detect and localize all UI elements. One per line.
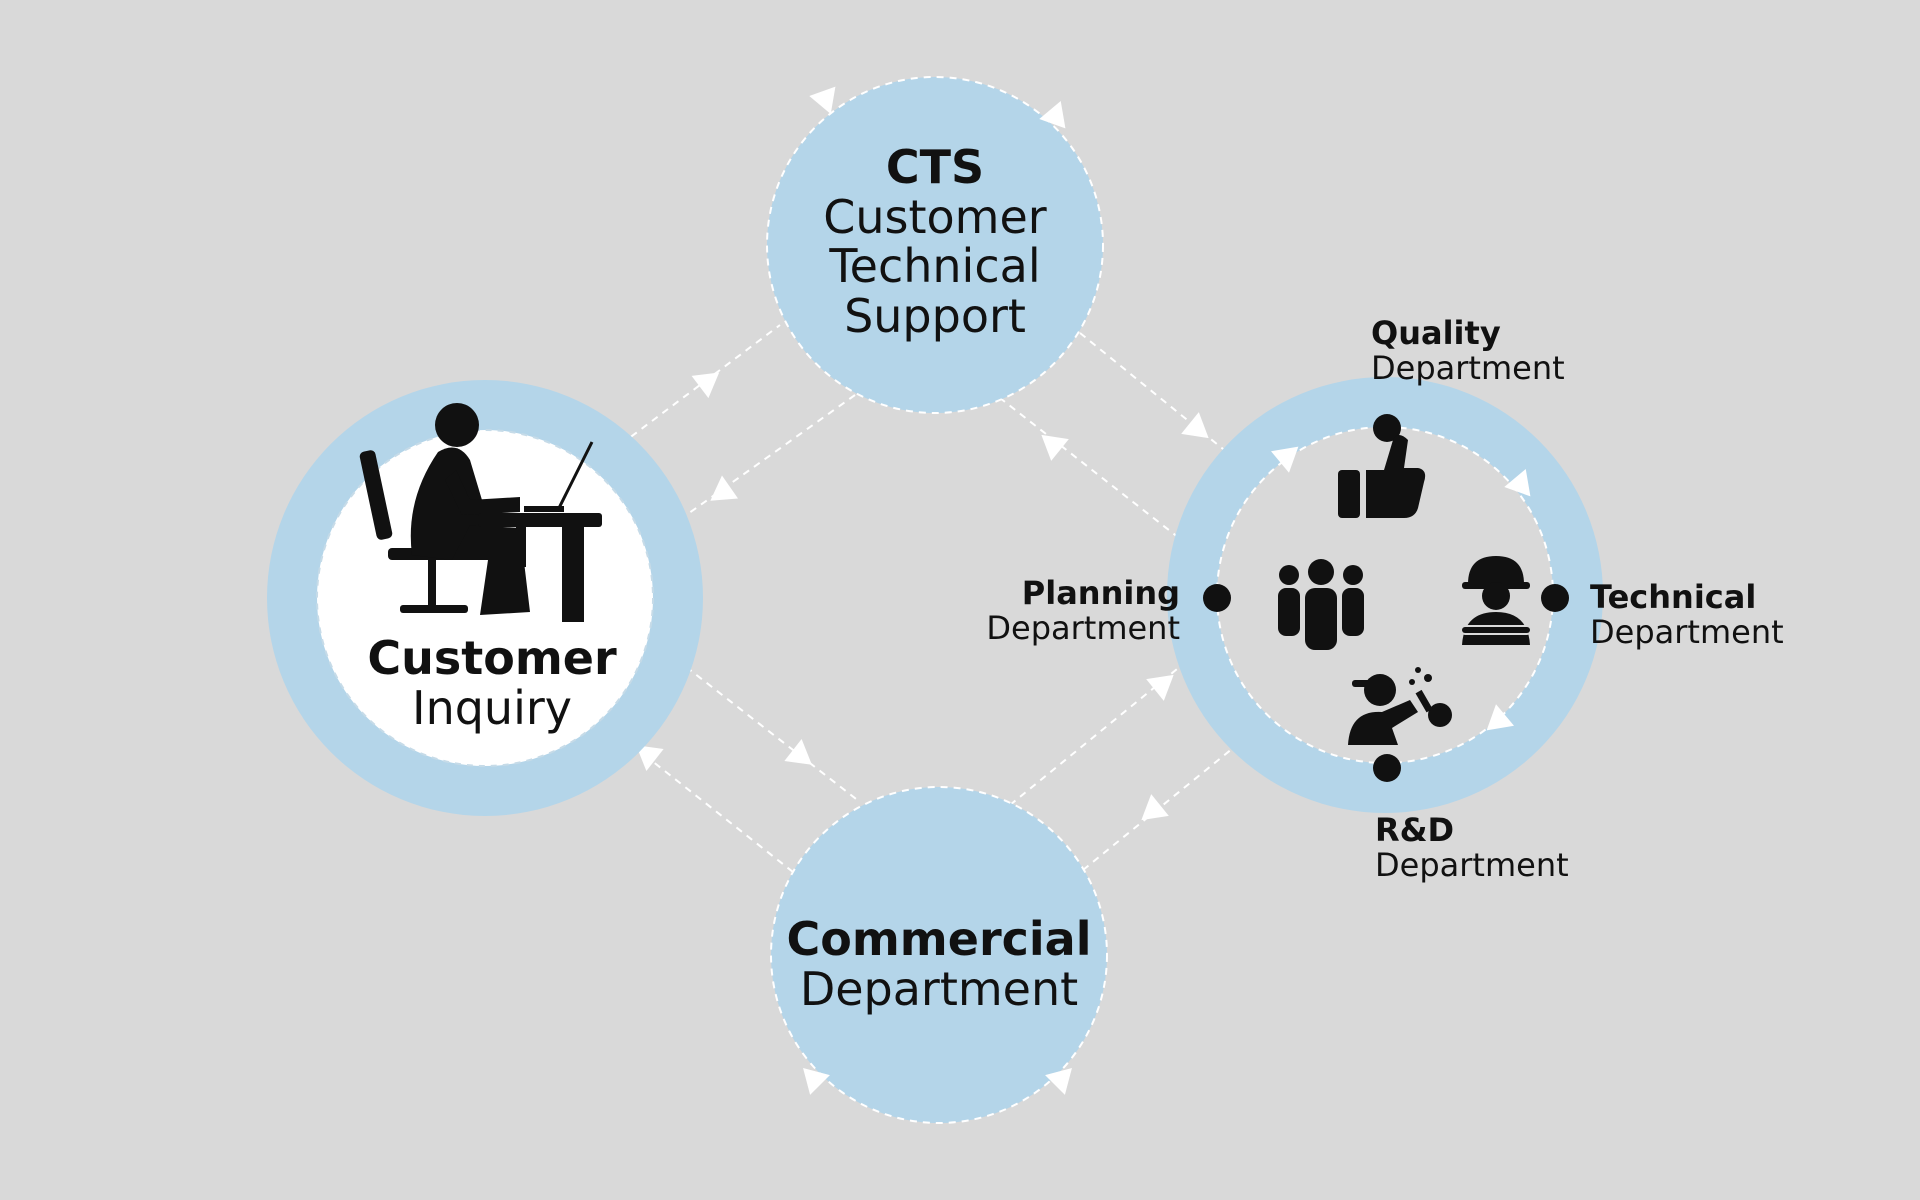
quality-dot — [1373, 414, 1401, 442]
customer-inquiry-subtitle: Inquiry — [412, 680, 572, 735]
rnd-title: R&D — [1375, 811, 1455, 849]
commercial-dashed-ring — [770, 786, 1108, 1124]
worker-wrench-icon — [1460, 556, 1532, 645]
cts-circle — [767, 77, 1103, 413]
cts-title: CTS — [885, 140, 985, 194]
technical-subtitle: Department — [1590, 612, 1784, 651]
technical-department-label: Technical Department — [1590, 580, 1784, 649]
arrowhead — [784, 738, 812, 765]
connector-arrowheads — [636, 372, 1209, 821]
arrowhead — [1041, 434, 1069, 461]
cts-node — [766, 76, 1104, 414]
technical-title: Technical — [1590, 578, 1757, 616]
cts-dashed-ring — [766, 76, 1104, 414]
people-group-icon — [1278, 559, 1364, 650]
arrowhead — [809, 86, 836, 114]
customer-inquiry-title: Customer — [367, 631, 617, 685]
customer-inquiry-label: Customer Inquiry — [332, 631, 652, 735]
quality-subtitle: Department — [1371, 348, 1565, 387]
arrowhead — [1141, 794, 1169, 821]
planning-title: Planning — [1021, 574, 1180, 612]
quality-title: Quality — [1371, 314, 1501, 352]
departments-inner-circle — [1217, 427, 1553, 763]
connector-commercial-to-inquiry — [599, 719, 794, 873]
cts-subtitle-line-2: Technical — [829, 239, 1041, 294]
arrowhead — [636, 745, 664, 772]
arrowhead — [803, 1068, 830, 1095]
arrowhead — [1146, 674, 1174, 701]
commercial-subtitle: Department — [799, 961, 1079, 1016]
arrowhead — [1486, 704, 1514, 731]
cts-subtitle-line-1: Customer — [823, 189, 1047, 244]
quality-department-label: Quality Department — [1371, 316, 1565, 385]
commercial-node — [770, 786, 1108, 1124]
arrowhead — [1271, 446, 1299, 473]
arrowhead — [1039, 101, 1066, 129]
arrowhead — [691, 372, 720, 399]
departments-node — [1167, 377, 1603, 813]
inquiry-dashed-ring — [316, 429, 654, 767]
rnd-subtitle: Department — [1375, 845, 1569, 884]
planning-subtitle: Department — [986, 608, 1180, 647]
planning-dot — [1203, 584, 1231, 612]
arrowhead — [1045, 1068, 1072, 1095]
customer-at-desk-icon — [359, 403, 602, 622]
cts-label: CTS Customer Technical Support — [775, 140, 1095, 344]
commercial-circle — [771, 787, 1107, 1123]
planning-department-label: Planning Department — [960, 576, 1180, 645]
scientist-flask-icon — [1348, 667, 1452, 745]
commercial-label: Commercial Department — [779, 912, 1099, 1016]
commercial-title: Commercial — [786, 912, 1092, 966]
rnd-dot — [1373, 754, 1401, 782]
connector-cts-to-inquiry — [639, 394, 856, 549]
arrowhead — [1504, 469, 1531, 497]
arrowhead — [710, 475, 739, 501]
thumbs-up-icon — [1338, 435, 1426, 518]
cts-subtitle-line-3: Support — [844, 289, 1026, 344]
rnd-department-label: R&D Department — [1375, 813, 1569, 882]
connector-inquiry-to-cts — [599, 324, 781, 461]
technical-dot — [1541, 584, 1569, 612]
arrowhead — [1181, 412, 1209, 439]
